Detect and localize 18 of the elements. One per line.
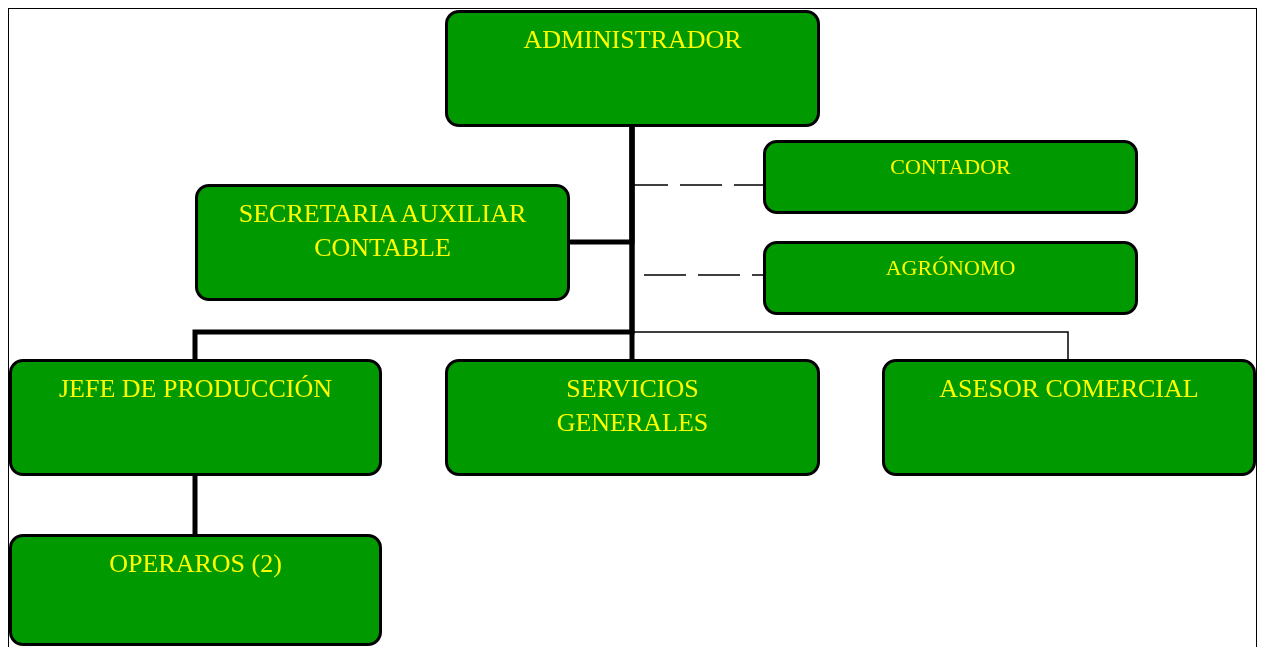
role-label: ADMINISTRADOR <box>523 25 742 54</box>
role-label: ASESOR COMERCIAL <box>939 374 1199 403</box>
role-label: CONTADOR <box>890 154 1011 179</box>
org-box <box>445 359 820 476</box>
role-label: SECRETARIA AUXILIAR CONTABLE <box>238 199 527 262</box>
org-box <box>763 140 1138 214</box>
role-label: SERVICIOS GENERALES <box>556 374 709 437</box>
org-box <box>9 534 382 646</box>
role-label: AGRÓNOMO <box>885 255 1016 280</box>
connector-line <box>192 476 198 534</box>
org-box <box>763 241 1138 315</box>
role-label: JEFE DE PRODUCCIÓN <box>59 374 332 403</box>
org-box <box>9 359 382 476</box>
org-box <box>445 10 820 127</box>
org-box <box>195 184 570 301</box>
role-label: OPERAROS (2) <box>109 549 282 578</box>
connector-line <box>629 127 635 359</box>
org-box <box>882 359 1256 476</box>
